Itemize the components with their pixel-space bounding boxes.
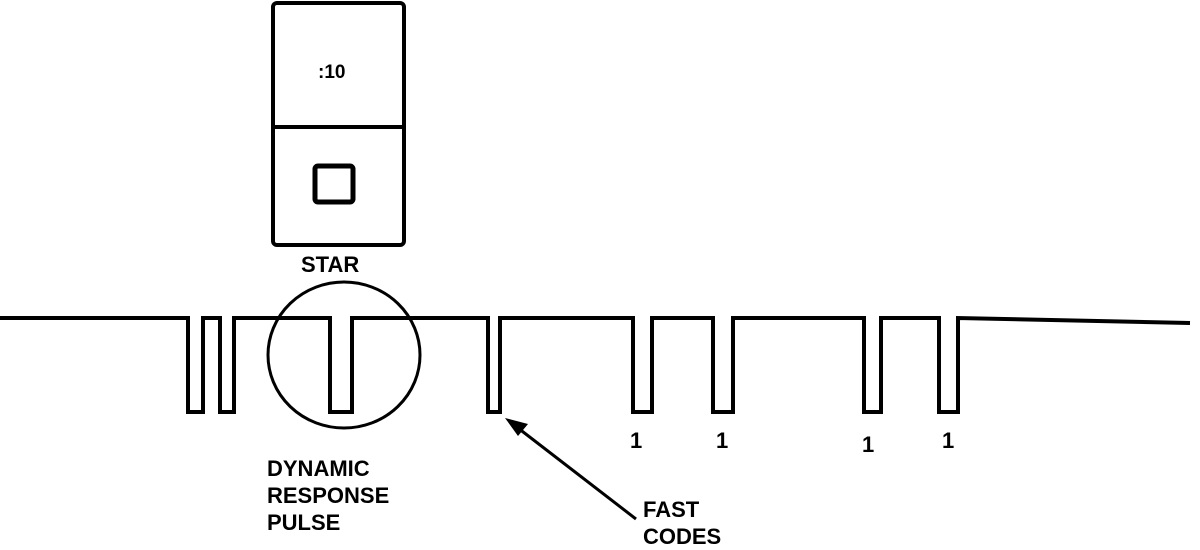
bit-label-1: 1 (630, 428, 643, 453)
display-value: :10 (318, 62, 346, 83)
star-label: STAR (301, 252, 360, 277)
square-indicator-icon (312, 163, 356, 205)
dynamic-response-circle (266, 280, 422, 430)
bit-label-4: 1 (942, 428, 955, 453)
dynamic-label: DYNAMIC (267, 456, 370, 481)
bit-label-2: 1 (716, 428, 729, 453)
pulse-waveform (0, 315, 1191, 414)
display-box (271, 1, 406, 247)
response-label: RESPONSE (267, 483, 390, 508)
fast-label: FAST (643, 497, 700, 522)
bit-label-3: 1 (862, 432, 875, 457)
codes-label: CODES (643, 524, 722, 549)
fast-codes-arrow-line (517, 426, 637, 521)
fast-codes-arrowhead (505, 418, 528, 436)
pulse-label: PULSE (267, 510, 341, 535)
